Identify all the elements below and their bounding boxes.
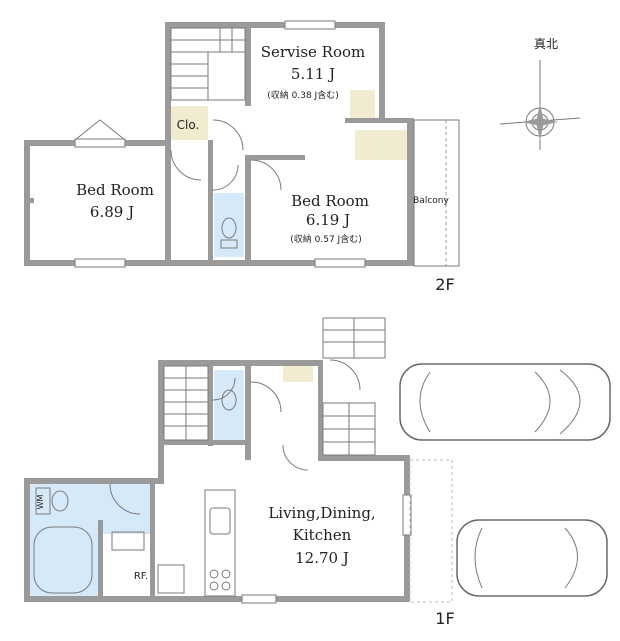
floor-label-1f: 1F xyxy=(435,609,454,628)
wall xyxy=(345,118,407,123)
parking-outline xyxy=(409,459,453,603)
vanity xyxy=(111,531,145,551)
ldk-size: 12.70 J xyxy=(295,549,349,567)
bed-room-right-size: 6.19 J xyxy=(306,211,350,229)
washer-label: WM xyxy=(36,494,45,509)
stairs-2f xyxy=(170,27,246,101)
window xyxy=(284,20,336,30)
wall xyxy=(165,22,385,28)
door-swing xyxy=(109,483,141,515)
wall xyxy=(318,360,323,460)
car-bottom xyxy=(456,519,608,597)
wall xyxy=(245,360,251,460)
compass-label: 真北 xyxy=(534,37,558,51)
bath-fill xyxy=(30,534,98,596)
wall xyxy=(245,22,251,106)
ldk-line1: Living,Dining, xyxy=(268,504,375,522)
wall xyxy=(158,360,164,484)
burner-icon xyxy=(209,569,219,579)
closet-fill xyxy=(168,106,208,140)
washroom-fill xyxy=(30,484,150,534)
storage-1f-fill xyxy=(283,366,313,382)
balcony-outline xyxy=(413,119,460,267)
wall xyxy=(407,118,414,266)
bed-storage-fill xyxy=(355,130,407,160)
wall xyxy=(379,22,385,122)
service-room-size: 5.11 J xyxy=(291,65,335,83)
burner-icon xyxy=(209,581,219,591)
toilet-tank xyxy=(220,239,238,249)
burner-icon xyxy=(221,581,231,591)
wall xyxy=(98,520,103,596)
bathtub-icon xyxy=(33,526,93,594)
kitchen-counter xyxy=(204,489,236,597)
compass: 真北 xyxy=(499,37,581,150)
washer-box xyxy=(35,487,51,515)
service-storage-fill xyxy=(350,90,375,120)
door-swing xyxy=(212,119,244,151)
toilet-1f-fill xyxy=(214,370,244,440)
toilet-2f-fill xyxy=(214,193,244,257)
floor-label-2f: 2F xyxy=(435,275,454,294)
car-top xyxy=(399,363,611,441)
burner-icon xyxy=(221,569,231,579)
porch-steps xyxy=(322,317,386,456)
door-swing xyxy=(212,377,236,401)
window xyxy=(241,594,277,604)
bay-window xyxy=(74,119,126,141)
wall xyxy=(245,155,251,266)
car-icon xyxy=(456,519,608,597)
sink-icon xyxy=(51,490,69,512)
bed-room-right-name: Bed Room xyxy=(291,192,369,210)
wall xyxy=(24,596,410,602)
wall xyxy=(208,140,213,266)
service-room-storage: (収納 0.38 J含む) xyxy=(267,89,338,101)
wall xyxy=(24,478,164,484)
bed-room-left-name: Bed Room xyxy=(76,181,154,199)
wall xyxy=(164,440,251,445)
ldk-line2: Kitchen xyxy=(293,526,352,544)
car-icon xyxy=(399,363,611,441)
door-swing xyxy=(250,381,282,413)
fridge-box xyxy=(157,564,185,594)
wall xyxy=(24,260,414,266)
kitchen-sink-icon xyxy=(209,507,231,535)
door-swing xyxy=(250,159,282,191)
service-room-name: Servise Room xyxy=(261,43,366,61)
window xyxy=(74,258,126,268)
wall xyxy=(165,140,171,266)
door-swing xyxy=(329,359,361,391)
wall xyxy=(158,360,318,366)
wall xyxy=(318,455,410,461)
wall xyxy=(208,366,213,446)
door-swing xyxy=(212,164,239,191)
window xyxy=(74,138,126,148)
bed-room-left-size: 6.89 J xyxy=(90,203,134,221)
wall xyxy=(245,155,305,160)
toilet-icon xyxy=(221,389,237,411)
bed-room-right-storage: (収納 0.57 J含む) xyxy=(290,233,361,245)
wall xyxy=(165,22,171,148)
door-swing xyxy=(170,149,202,181)
stairs-1f xyxy=(163,365,209,441)
toilet-icon xyxy=(221,217,237,239)
fridge-label: RF. xyxy=(134,571,148,582)
balcony-label: Balcony xyxy=(413,196,449,206)
window xyxy=(314,258,366,268)
wall xyxy=(24,198,34,203)
wall xyxy=(150,484,155,596)
window xyxy=(402,494,412,536)
door-swing xyxy=(282,444,309,471)
floor-2f: Servise Room 5.11 J (収納 0.38 J含む) Bed Ro… xyxy=(24,20,460,294)
closet-label: Clo. xyxy=(177,118,200,132)
floor-1f: WM RF. Living,Dining, Kitchen 12.70 J 1F xyxy=(24,317,455,628)
wall xyxy=(24,478,30,602)
